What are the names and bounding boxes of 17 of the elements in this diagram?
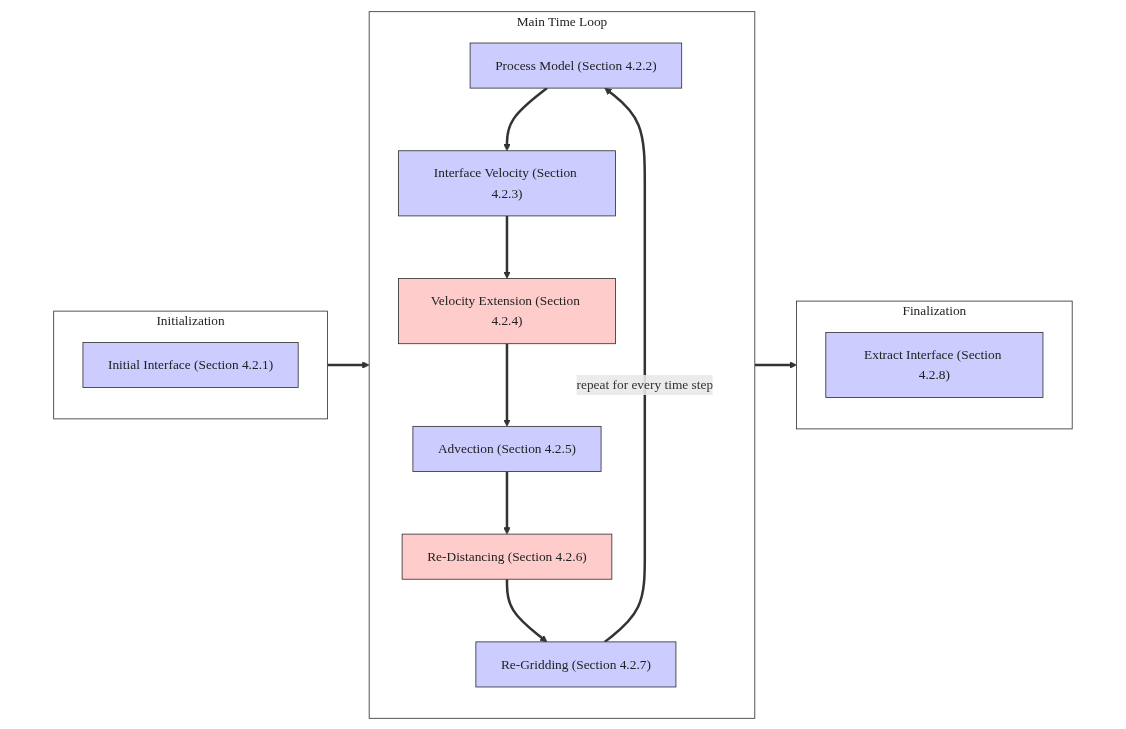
arrow [503,215,511,279]
node-box: Advection (Section 4.2.5) [412,425,602,472]
arrow [327,360,370,369]
node-box: Process Model (Section 4.2.2) [469,42,683,89]
node-box: Extract Interface (Section 4.2.8) [825,331,1044,398]
node-box: Interface Velocity (Section 4.2.3) [398,149,617,216]
node-box: Re-Gridding (Section 4.2.7) [475,640,677,687]
arrow [604,87,647,643]
node-box: Velocity Extension (Section 4.2.4) [398,277,617,344]
arrow [754,360,797,369]
arrow [503,343,511,427]
node-box: Re-Distancing (Section 4.2.6) [401,533,613,580]
arrow [503,471,511,534]
node-box: Initial Interface (Section 4.2.1) [82,341,299,388]
arrow [505,578,548,642]
arrow [503,86,548,151]
edge-label: repeat for every time step [576,377,714,392]
